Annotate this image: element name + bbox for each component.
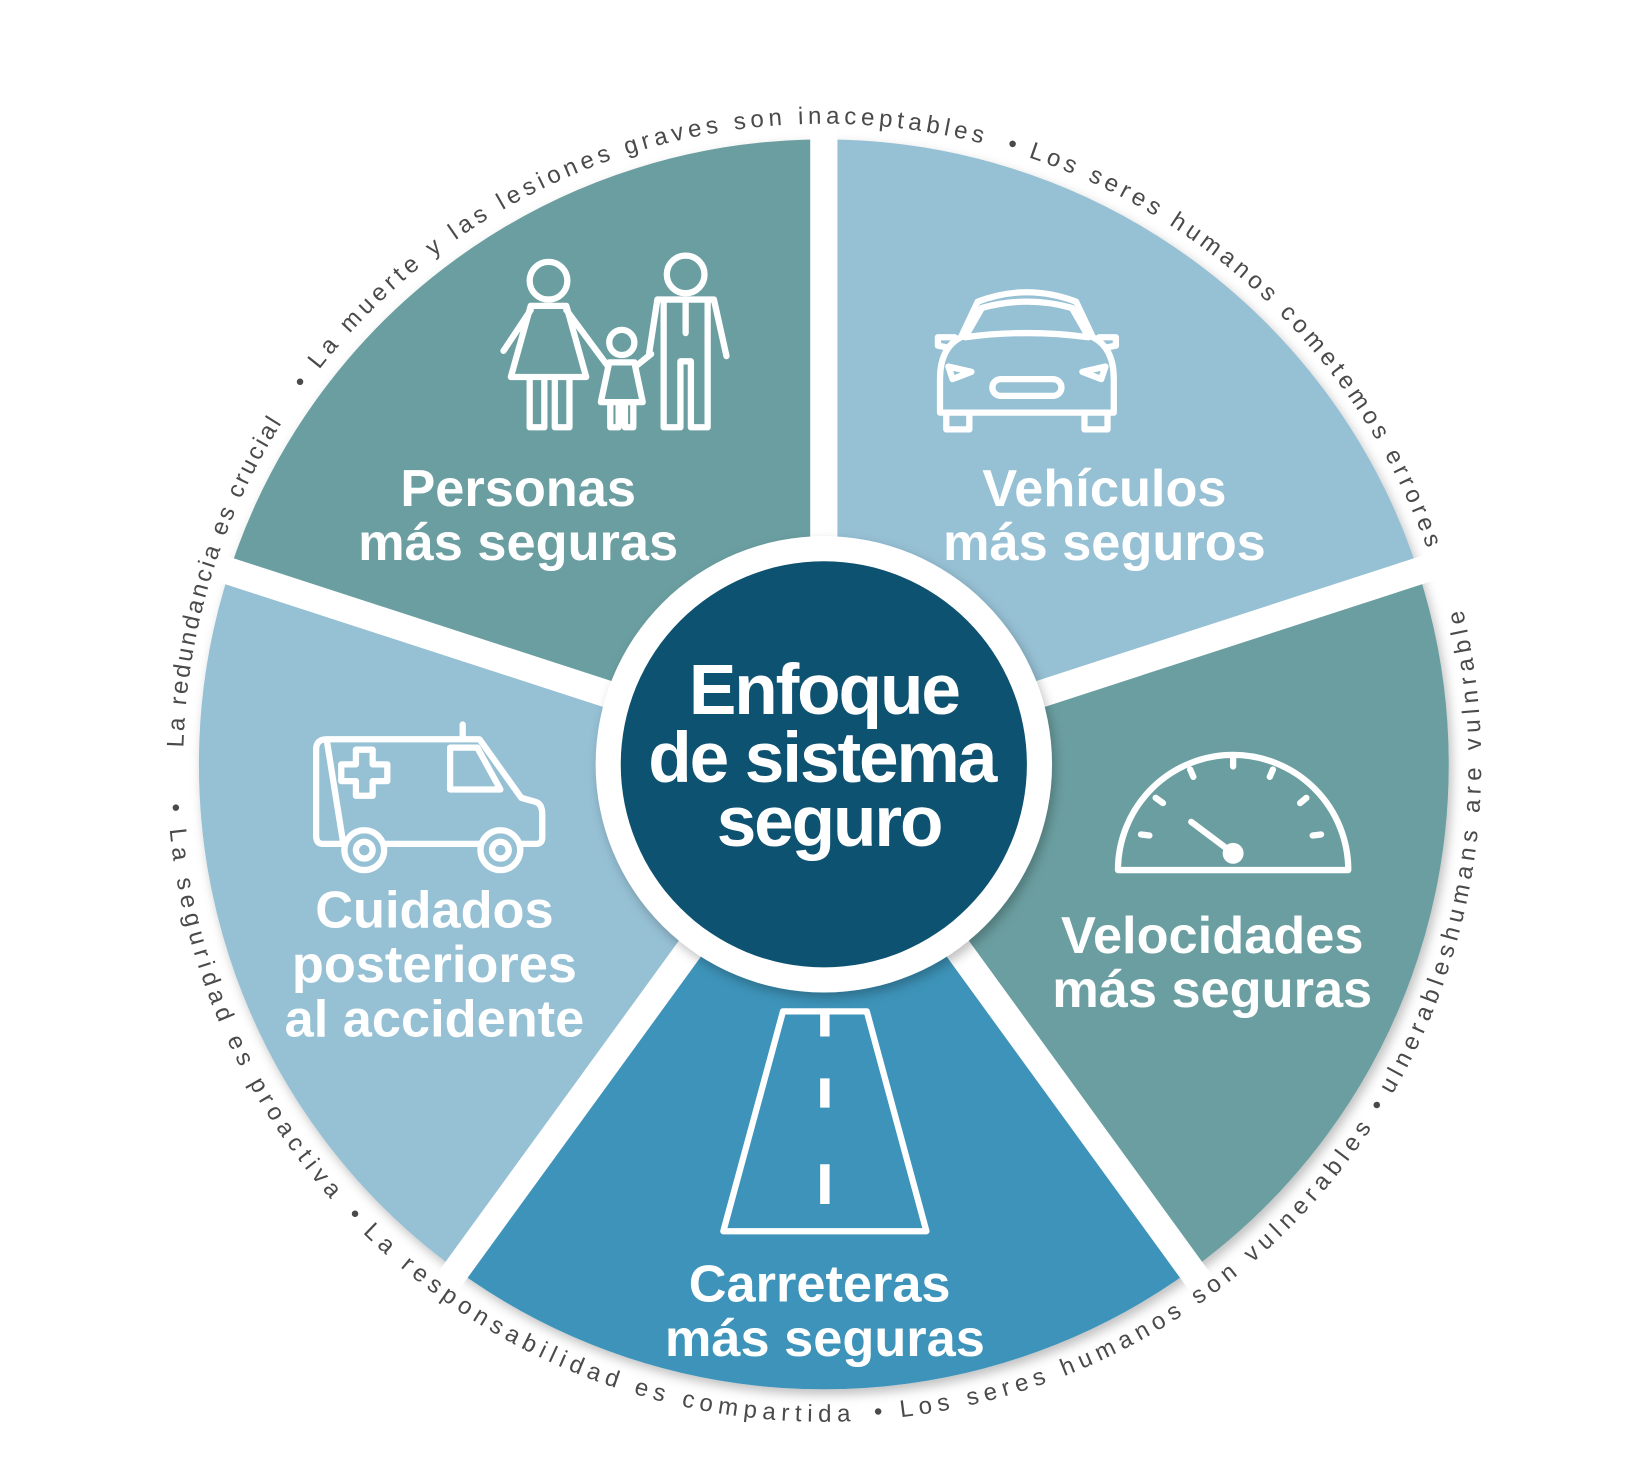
ring-bullet: • — [162, 803, 190, 813]
sector-label-line-1: Carreteras — [689, 1255, 951, 1313]
speedometer-icon — [1114, 751, 1352, 874]
center-title-line-2: de sistema — [648, 719, 998, 798]
center-title-line-1: Enfoque — [689, 651, 960, 730]
ring-bullet: • — [342, 1202, 367, 1227]
sector-velocidades: Velocidades más seguras — [1052, 751, 1372, 1019]
ring-bullet: • — [287, 371, 314, 394]
center-title: Enfoque de sistema seguro — [648, 651, 1001, 862]
sector-personas: Personas más seguras — [358, 252, 730, 572]
sector-label-line-2: más seguros — [943, 514, 1266, 572]
ring-bullet: • — [1363, 1094, 1390, 1115]
road-icon — [720, 1008, 930, 1235]
center-disc — [620, 561, 1027, 968]
sector-label-line-2: más seguras — [358, 514, 678, 572]
sector-carreteras-shape — [451, 752, 1196, 1390]
sector-carreteras: Carreteras más seguras — [665, 1008, 985, 1368]
sector-cuidados: Cuidados posteriores al accidente — [285, 721, 585, 1049]
sector-label-line-1: Vehículos — [982, 460, 1226, 518]
sector-label-line-2: posteriores — [292, 936, 577, 994]
family-icon — [500, 252, 730, 431]
sector-label-line-3: al accidente — [285, 991, 585, 1049]
sector-label-line-1: Cuidados — [315, 882, 553, 940]
sector-label-line-2: más seguras — [1052, 961, 1372, 1019]
sector-label-line-2: más seguras — [665, 1310, 985, 1368]
sector-label-line-1: Velocidades — [1061, 907, 1364, 965]
ambulance-icon — [312, 721, 546, 874]
car-icon — [934, 289, 1120, 433]
sector-label-line-1: Personas — [400, 460, 636, 518]
ring-bullet: • — [873, 1398, 884, 1426]
center-title-line-3: seguro — [717, 783, 942, 862]
sector-vehiculos: Vehículos más seguros — [934, 289, 1266, 572]
ring-bullet: • — [1005, 130, 1021, 158]
